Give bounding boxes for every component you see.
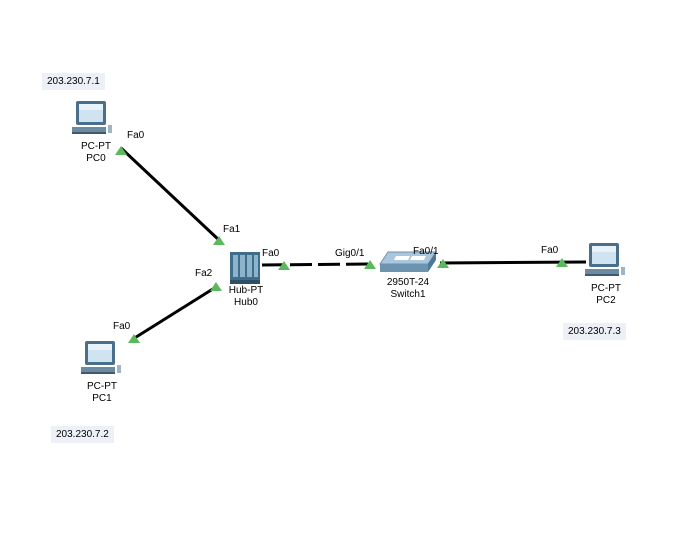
switch1-type-label: 2950T-24 [386,277,430,288]
port-indicator-sw-gig01 [364,260,376,269]
port-label-hub-fa2: Fa2 [195,268,213,279]
pc2-name-label: PC2 [596,295,616,306]
switch1-icon[interactable] [379,251,437,272]
pc2-ip-label: 203.230.7.3 [563,323,626,340]
port-label-sw-gig01: Gig0/1 [335,248,365,259]
port-label-pc2-fa0: Fa0 [541,245,559,256]
pc0-icon[interactable] [72,101,112,134]
port-label-pc0-fa0: Fa0 [127,130,145,141]
hub0-icon[interactable] [230,252,260,284]
port-indicator-hub-fa0 [278,261,290,270]
link-pc1-hub0[interactable] [132,285,217,341]
pc1-type-label: PC-PT [87,381,117,392]
port-indicator-hub-fa2 [210,282,222,291]
pc0-ip-label: 203.230.7.1 [42,73,105,90]
pc2-icon[interactable] [585,243,625,276]
port-indicator-hub-fa1 [213,236,225,245]
link-hub0-switch1[interactable] [261,262,373,267]
switch1-name-label: Switch1 [390,289,426,300]
pc0-type-label: PC-PT [81,141,111,152]
port-indicator-sw-fa01 [437,259,449,268]
hub0-type-label: Hub-PT [228,285,264,296]
port-indicator-pc1-fa0 [128,334,140,343]
pc1-ip-label: 203.230.7.2 [51,426,114,443]
hub0-name-label: Hub0 [234,297,258,308]
pc2-type-label: PC-PT [591,283,621,294]
port-indicator-pc2-fa0 [556,258,568,267]
pc1-name-label: PC1 [92,393,112,404]
port-label-hub-fa0: Fa0 [262,248,280,259]
pc0-name-label: PC0 [86,153,106,164]
link-pc0-hub0[interactable] [119,146,222,243]
port-label-hub-fa1: Fa1 [223,224,241,235]
port-label-pc1-fa0: Fa0 [113,321,131,332]
pc1-icon[interactable] [81,341,121,374]
port-label-sw-fa01: Fa0/1 [413,246,439,257]
port-indicator-pc0-fa0 [115,146,127,155]
